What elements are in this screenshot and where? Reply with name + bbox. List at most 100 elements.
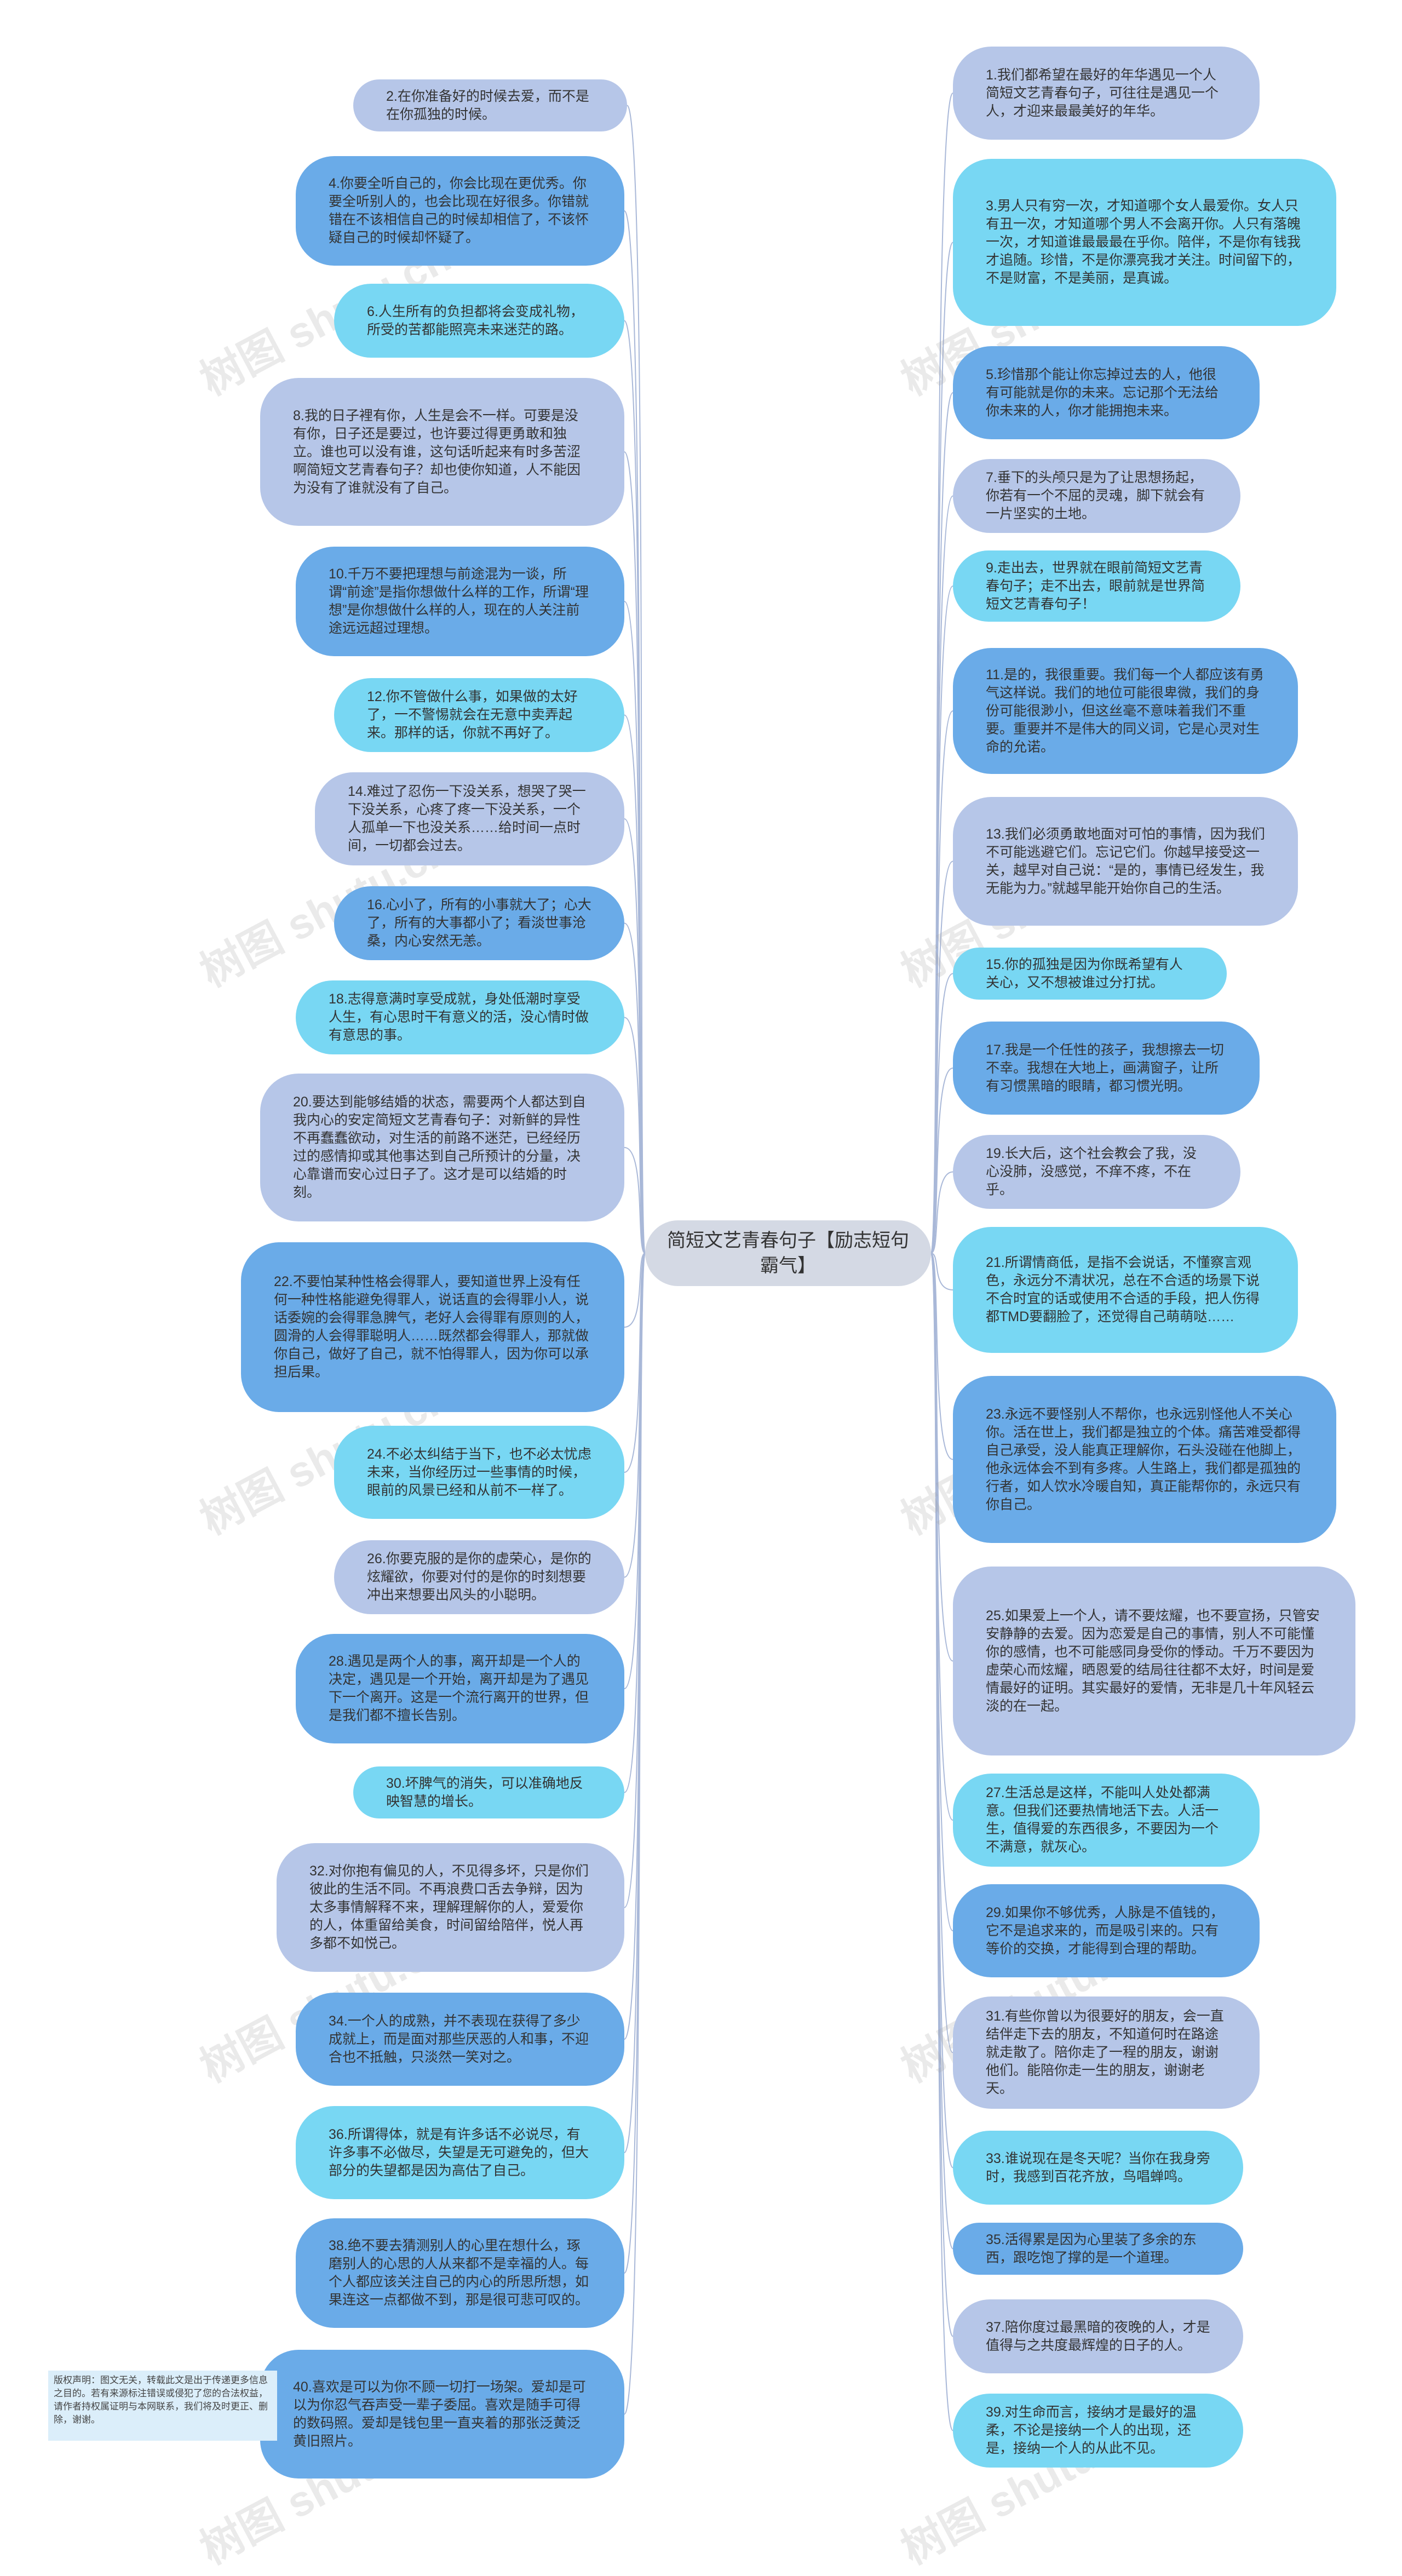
right-branch-4[interactable]: 7.垂下的头颅只是为了让思想扬起，你若有一个不屈的灵魂，脚下就会有一片坚实的土地… [953, 459, 1240, 533]
left-branch-1[interactable]: 2.在你准备好的时候去爱，而不是在你孤独的时候。 [353, 79, 627, 131]
right-branch-text-2: 3.男人只有穷一次，才知道哪个女人最爱你。女人只有丑一次，才知道哪个男人不会离开… [986, 198, 1301, 286]
left-branch-8[interactable]: 16.心小了，所有的小事就大了；心大了，所有的大事都小了；看淡世事沧桑，内心安然… [334, 886, 624, 960]
right-branch-15[interactable]: 29.如果你不够优秀，人脉是不值钱的，它不是追求来的，而是吸引来的。只有等价的交… [953, 1884, 1260, 1977]
left-branch-3[interactable]: 6.人生所有的负担都将会变成礼物，所受的苦都能照亮未来迷茫的路。 [334, 284, 624, 358]
right-branch-text-16: 31.有些你曾以为很要好的朋友，会一直结伴走下去的朋友，不知道何时在路途就走散了… [986, 2009, 1224, 2096]
left-branch-16[interactable]: 32.对你抱有偏见的人，不见得多坏，只是你们彼此的生活不同。不再浪费口舌去争辩，… [277, 1843, 624, 1972]
left-branch-9[interactable]: 18.志得意满时享受成就，身处低潮时享受人生，有心思时干有意义的活，没心情时做有… [296, 980, 624, 1054]
left-branch-text-4: 8.我的日子裡有你，人生是会不一样。可要是没有你，日子还是要过，也许要过得更勇敢… [293, 408, 581, 496]
right-branch-text-20: 39.对生命而言，接纳才是最好的温柔，不论是接纳一个人的出现，还是，接纳一个人的… [986, 2405, 1197, 2456]
left-branch-17[interactable]: 34.一个人的成熟，并不表现在获得了多少成就上，而是面对那些厌恶的人和事，不迎合… [296, 1993, 624, 2086]
left-connector-11 [624, 1253, 646, 1328]
left-connector-18 [624, 1253, 646, 2153]
right-branch-text-17: 33.谁说现在是冬天呢？当你在我身旁时，我感到百花齐放，鸟唱蝉鸣。 [986, 2150, 1210, 2184]
right-branch-text-6: 11.是的，我很重要。我们每一个人都应该有勇气这样说。我们的地位可能很卑微，我们… [986, 667, 1264, 755]
left-connector-19 [624, 1253, 646, 2274]
right-branch-text-3: 5.珍惜那个能让你忘掉过去的人，他很有可能就是你的未来。忘记那个无法给你未来的人… [986, 366, 1219, 418]
right-connector-11 [930, 1253, 953, 1290]
right-branch-text-8: 15.你的孤独是因为你既希望有人关心，又不想被谁过分打扰。 [986, 956, 1183, 990]
right-branch-17[interactable]: 33.谁说现在是冬天呢？当你在我身旁时，我感到百花齐放，鸟唱蝉鸣。 [953, 2131, 1243, 2205]
right-branch-1[interactable]: 1.我们都希望在最好的年华遇见一个人简短文艺青春句子，可往往是遇见一个人，才迎来… [953, 47, 1260, 140]
left-branch-text-9: 18.志得意满时享受成就，身处低潮时享受人生，有心思时干有意义的活，没心情时做有… [329, 991, 589, 1043]
left-branch-18[interactable]: 36.所谓得体，就是有许多话不必说尽，有许多事不必做尽，失望是无可避免的，但大部… [296, 2106, 624, 2199]
left-branch-text-7: 14.难过了忍伤一下没关系，想哭了哭一下没关系，心疼了疼一下没关系，一个人孤单一… [348, 784, 586, 853]
left-branch-text-17: 34.一个人的成熟，并不表现在获得了多少成就上，而是面对那些厌恶的人和事，不迎合… [329, 2013, 589, 2065]
left-branch-text-5: 10.千万不要把理想与前途混为一谈，所谓“前途”是指你想做什么样的工作，所谓“理… [329, 566, 589, 636]
left-connector-10 [624, 1147, 646, 1254]
right-connector-17 [930, 1253, 953, 2168]
right-branch-text-5: 9.走出去，世界就在眼前简短文艺青春句子；走不出去，眼前就是世界简短文艺青春句子… [986, 560, 1205, 612]
right-branch-text-11: 21.所谓情商低，是指不会说话，不懂察言观色，永远分不清状况，总在不合适的场景下… [986, 1255, 1260, 1324]
right-branch-5[interactable]: 9.走出去，世界就在眼前简短文艺青春句子；走不出去，眼前就是世界简短文艺青春句子… [953, 550, 1240, 622]
right-branch-text-14: 27.生活总是这样，不能叫人处处都满意。但我们还要热情地活下去。人活一生，值得爱… [986, 1785, 1219, 1855]
right-branch-16[interactable]: 31.有些你曾以为很要好的朋友，会一直结伴走下去的朋友，不知道何时在路途就走散了… [953, 1996, 1260, 2109]
right-branch-text-7: 13.我们必须勇敢地面对可怕的事情，因为我们不可能逃避它们。忘记它们。你越早接受… [986, 826, 1265, 896]
left-connector-1 [627, 105, 646, 1254]
left-branch-text-2: 4.你要全听自己的，你会比现在更优秀。你要全听别人的，也会比现在好很多。你错就错… [329, 176, 589, 245]
right-branch-8[interactable]: 15.你的孤独是因为你既希望有人关心，又不想被谁过分打扰。 [953, 948, 1227, 1000]
right-branch-14[interactable]: 27.生活总是这样，不能叫人处处都满意。但我们还要热情地活下去。人活一生，值得爱… [953, 1774, 1260, 1867]
connector-lines [624, 93, 953, 2431]
left-branch-13[interactable]: 26.你要克服的是你的虚荣心，是你的炫耀欲，你要对付的是你的时刻想要冲出来想要出… [334, 1540, 624, 1614]
left-branch-text-18: 36.所谓得体，就是有许多话不必说尽，有许多事不必做尽，失望是无可避免的，但大部… [329, 2126, 589, 2178]
right-connector-3 [930, 392, 953, 1254]
left-branch-text-6: 12.你不管做什么事，如果做的太好了，一不警惕就会在无意中卖弄起来。那样的话，你… [367, 689, 578, 741]
right-branch-text-9: 17.我是一个任性的孩子，我想擦去一切不幸。我想在大地上，画满窗子，让所有习惯黑… [986, 1042, 1224, 1094]
left-connector-9 [624, 1017, 646, 1254]
right-branch-20[interactable]: 39.对生命而言，接纳才是最好的温柔，不论是接纳一个人的出现，还是，接纳一个人的… [953, 2394, 1243, 2468]
right-branch-text-1: 1.我们都希望在最好的年华遇见一个人简短文艺青春句子，可往往是遇见一个人，才迎来… [986, 67, 1219, 119]
right-branch-19[interactable]: 37.陪你度过最黑暗的夜晚的人，才是值得与之共度最辉煌的日子的人。 [953, 2299, 1243, 2373]
left-branch-11[interactable]: 22.不要怕某种性格会得罪人，要知道世界上没有任何一种性格能避免得罪人，说话直的… [241, 1242, 624, 1412]
right-branch-10[interactable]: 19.长大后，这个社会教会了我，没心没肺，没感觉，不痒不疼，不在乎。 [953, 1135, 1240, 1209]
copyright-text: 版权声明：图文无关，转载此文是出于传递更多信息之目的。若有来源标注错误或侵犯了您… [54, 2375, 268, 2425]
right-branch-text-13: 25.如果爱上一个人，请不要炫耀，也不要宣扬，只管安安静静的去爱。因为恋爱是自己… [986, 1608, 1320, 1714]
right-branch-3[interactable]: 5.珍惜那个能让你忘掉过去的人，他很有可能就是你的未来。忘记那个无法给你未来的人… [953, 346, 1260, 439]
left-branch-text-15: 30.坏脾气的消失，可以准确地反映智慧的增长。 [386, 1775, 583, 1809]
right-branch-text-18: 35.活得累是因为心里装了多余的东西，跟吃饱了撑的是一个道理。 [986, 2231, 1197, 2265]
right-connector-19 [930, 1253, 953, 2337]
central-topic-label: 简短文艺青春句子【励志短句霸气】 [667, 1230, 909, 1276]
left-branch-19[interactable]: 38.绝不要去猜测别人的心里在想什么，琢磨别人的心思的人从来都不是幸福的人。每个… [296, 2218, 624, 2328]
left-branch-text-8: 16.心小了，所有的小事就大了；心大了，所有的大事都小了；看淡世事沧桑，内心安然… [367, 897, 591, 949]
right-connector-18 [930, 1253, 953, 2250]
left-branch-7[interactable]: 14.难过了忍伤一下没关系，想哭了哭一下没关系，心疼了疼一下没关系，一个人孤单一… [315, 772, 624, 865]
right-connector-9 [930, 1068, 953, 1254]
right-branch-11[interactable]: 21.所谓情商低，是指不会说话，不懂察言观色，永远分不清状况，总在不合适的场景下… [953, 1227, 1298, 1353]
right-branch-2[interactable]: 3.男人只有穷一次，才知道哪个女人最爱你。女人只有丑一次，才知道哪个男人不会离开… [953, 159, 1336, 326]
right-branch-18[interactable]: 35.活得累是因为心里装了多余的东西，跟吃饱了撑的是一个道理。 [953, 2223, 1243, 2275]
left-branch-text-12: 24.不必太纠结于当下，也不必太忧虑未来，当你经历过一些事情的时候，眼前的风景已… [367, 1446, 591, 1498]
central-topic[interactable]: 简短文艺青春句子【励志短句霸气】 [645, 1220, 931, 1286]
left-branch-12[interactable]: 24.不必太纠结于当下，也不必太忧虑未来，当你经历过一些事情的时候，眼前的风景已… [334, 1426, 624, 1519]
left-branch-20[interactable]: 40.喜欢是可以为你不顾一切打一场架。爱却是可以为你忍气吞声受一辈子委屈。喜欢是… [260, 2350, 624, 2479]
left-branch-6[interactable]: 12.你不管做什么事，如果做的太好了，一不警惕就会在无意中卖弄起来。那样的话，你… [334, 678, 624, 752]
right-branch-6[interactable]: 11.是的，我很重要。我们每一个人都应该有勇气这样说。我们的地位可能很卑微，我们… [953, 648, 1298, 774]
right-branch-text-10: 19.长大后，这个社会教会了我，没心没肺，没感觉，不痒不疼，不在乎。 [986, 1146, 1197, 1197]
left-branch-14[interactable]: 28.遇见是两个人的事，离开却是一个人的决定，遇见是一个开始，离开却是为了遇见下… [296, 1634, 624, 1743]
left-branch-text-14: 28.遇见是两个人的事，离开却是一个人的决定，遇见是一个开始，离开却是为了遇见下… [329, 1654, 589, 1723]
right-branch-text-4: 7.垂下的头颅只是为了让思想扬起，你若有一个不屈的灵魂，脚下就会有一片坚实的土地… [986, 470, 1205, 521]
left-branch-text-1: 2.在你准备好的时候去爱，而不是在你孤独的时候。 [386, 88, 589, 122]
left-branch-10[interactable]: 20.要达到能够结婚的状态，需要两个人都达到自我内心的安定简短文艺青春句子：对新… [260, 1074, 624, 1221]
right-branch-9[interactable]: 17.我是一个任性的孩子，我想擦去一切不幸。我想在大地上，画满窗子，让所有习惯黑… [953, 1022, 1260, 1115]
right-branch-text-12: 23.永远不要怪别人不帮你，也永远别怪他人不关心你。活在世上，我们都是独立的个体… [986, 1406, 1301, 1512]
left-branch-text-19: 38.绝不要去猜测别人的心里在想什么，琢磨别人的心思的人从来都不是幸福的人。每个… [329, 2238, 589, 2308]
right-connector-4 [930, 495, 953, 1254]
right-branch-12[interactable]: 23.永远不要怪别人不帮你，也永远别怪他人不关心你。活在世上，我们都是独立的个体… [953, 1376, 1336, 1543]
left-connector-20 [624, 1253, 646, 2415]
right-branch-text-19: 37.陪你度过最黑暗的夜晚的人，才是值得与之共度最辉煌的日子的人。 [986, 2319, 1210, 2353]
left-branch-text-13: 26.你要克服的是你的虚荣心，是你的炫耀欲，你要对付的是你的时刻想要冲出来想要出… [367, 1551, 591, 1603]
right-connector-2 [930, 242, 953, 1254]
right-connector-16 [930, 1253, 953, 2053]
left-branch-2[interactable]: 4.你要全听自己的，你会比现在更优秀。你要全听别人的，也会比现在好很多。你错就错… [296, 156, 624, 266]
left-branch-text-10: 20.要达到能够结婚的状态，需要两个人都达到自我内心的安定简短文艺青春句子：对新… [293, 1094, 586, 1200]
right-branch-13[interactable]: 25.如果爱上一个人，请不要炫耀，也不要宣扬，只管安安静静的去爱。因为恋爱是自己… [953, 1567, 1355, 1755]
left-branch-text-16: 32.对你抱有偏见的人，不见得多坏，只是你们彼此的生活不同。不再浪费口舌去争辩，… [309, 1863, 589, 1951]
left-branch-4[interactable]: 8.我的日子裡有你，人生是会不一样。可要是没有你，日子还是要过，也许要过得更勇敢… [260, 378, 624, 526]
left-branch-15[interactable]: 30.坏脾气的消失，可以准确地反映智慧的增长。 [353, 1766, 624, 1818]
left-branch-5[interactable]: 10.千万不要把理想与前途混为一谈，所谓“前途”是指你想做什么样的工作，所谓“理… [296, 547, 624, 656]
right-branch-7[interactable]: 13.我们必须勇敢地面对可怕的事情，因为我们不可能逃避它们。忘记它们。你越早接受… [953, 797, 1298, 926]
copyright-notice: 版权声明：图文无关，转载此文是出于传递更多信息之目的。若有来源标注错误或侵犯了您… [48, 2371, 277, 2441]
right-connector-12 [930, 1253, 953, 1460]
left-branch-text-20: 40.喜欢是可以为你不顾一切打一场架。爱却是可以为你忍气吞声受一辈子委屈。喜欢是… [293, 2379, 586, 2449]
right-connector-10 [930, 1171, 953, 1254]
